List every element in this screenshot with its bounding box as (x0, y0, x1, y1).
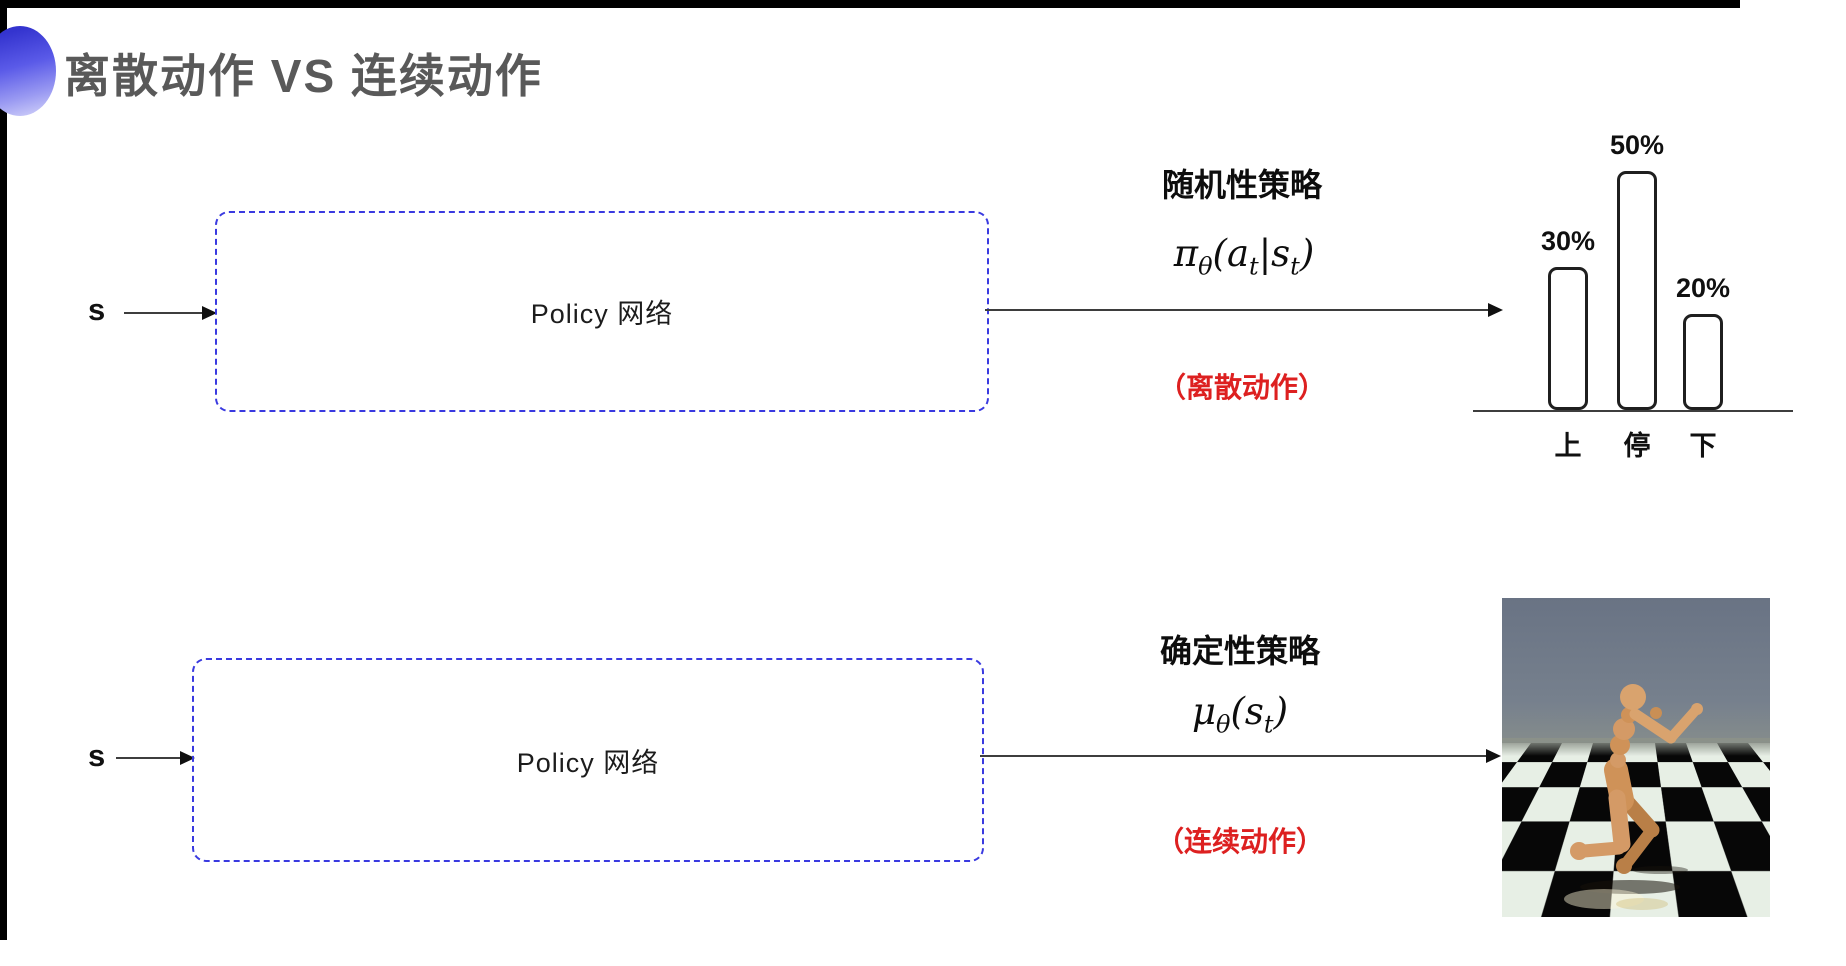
title-accent-circle-icon (0, 26, 56, 116)
discrete-action-caption: （离散动作） (1157, 372, 1326, 403)
deterministic-policy-title: 确定性策略 (1159, 633, 1320, 669)
stochastic-policy-title: 随机性策略 (1161, 167, 1322, 203)
policy-network-label-bottom: Policy 网络 (516, 747, 660, 778)
continuous-action-caption: （连续动作） (1155, 826, 1324, 857)
chart-bar-停 (1617, 171, 1657, 410)
chart-bar-上 (1548, 267, 1588, 410)
chart-category-label: 上 (1554, 431, 1582, 461)
slide-title: 离散动作 VS 连续动作 (64, 50, 543, 102)
arrow-state-to-policy-bottom (116, 751, 195, 765)
policy-network-box-top: Policy 网络 (215, 211, 989, 412)
policy-network-label-top: Policy 网络 (530, 299, 674, 329)
horizon-haze (1502, 738, 1770, 757)
chart-category-label: 下 (1689, 431, 1717, 461)
chart-category-label: 停 (1623, 431, 1651, 461)
state-input-label-bottom: s (88, 738, 106, 773)
chart-bar-下 (1683, 314, 1723, 410)
action-probability-bar-chart: 30% 上 50% 停 20% 下 (1473, 110, 1793, 461)
chart-value-label: 50% (1609, 130, 1665, 160)
chart-value-label: 20% (1675, 273, 1731, 303)
arrow-policy-to-output-bottom (980, 749, 1501, 763)
stochastic-policy-formula: πθ(at|st) (1173, 232, 1315, 281)
state-input-label-top: s (88, 292, 106, 327)
deterministic-policy-formula: μθ(st) (1191, 690, 1289, 739)
humanoid-figure (1564, 684, 1703, 910)
arrow-policy-to-output-top (985, 303, 1503, 317)
mujoco-humanoid-image (1502, 598, 1770, 917)
video-frame-top-bar (0, 0, 1740, 8)
video-frame-left-bar (0, 0, 7, 940)
arrow-state-to-policy-top (124, 306, 217, 320)
chart-value-label: 30% (1540, 226, 1596, 256)
policy-network-box-bottom: Policy 网络 (192, 658, 984, 862)
